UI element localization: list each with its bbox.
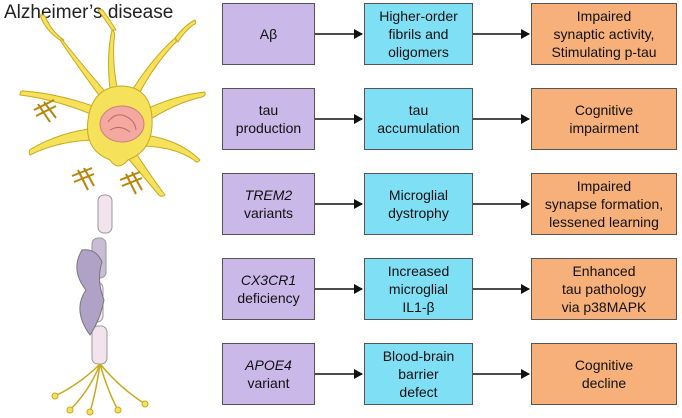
mechanism-box: tau accumulation (364, 88, 473, 150)
mechanism-box: Blood-brain barrier defect (364, 343, 473, 405)
cause-label: tau (258, 102, 279, 118)
outcome-label: Enhanced tau pathology via p38MAPK (561, 263, 647, 315)
outcome-label: Cognitive decline (574, 357, 634, 391)
outcome-label: Impaired synaptic activity, Stimulating … (551, 8, 657, 60)
cause-label: TREM2 (244, 187, 293, 203)
cause-label-rest: variant (247, 375, 290, 391)
mechanism-label: Higher-order fibrils and oligomers (379, 8, 458, 60)
cause-box: tau production (222, 88, 315, 150)
cause-label: CX3CR1 (240, 272, 297, 288)
mechanism-label: Microglial dystrophy (388, 187, 449, 221)
cause-label: APOE4 (245, 357, 292, 373)
outcome-box: Impaired synaptic activity, Stimulating … (531, 3, 677, 65)
outcome-box: Cognitive impairment (531, 88, 677, 150)
cause-box: Aβ (222, 3, 315, 65)
cause-box: APOE4 variant (222, 343, 315, 405)
neuron-illustration (19, 8, 206, 416)
mechanism-box: Higher-order fibrils and oligomers (364, 3, 473, 65)
outcome-box: Enhanced tau pathology via p38MAPK (531, 258, 677, 320)
outcome-label: Cognitive impairment (569, 102, 639, 136)
outcome-box: Impaired synapse formation, lessened lea… (531, 173, 677, 235)
cause-label-rest: deficiency (237, 290, 300, 306)
mechanism-label: Increased microglial IL1-β (387, 263, 450, 315)
cause-box: CX3CR1 deficiency (222, 258, 315, 320)
outcome-label: Impaired synapse formation, lessened lea… (544, 178, 664, 230)
mechanism-label: Blood-brain barrier defect (382, 348, 455, 400)
mechanism-label: tau accumulation (377, 102, 460, 136)
cause-label-rest: production (235, 120, 302, 136)
mechanism-box: Microglial dystrophy (364, 173, 473, 235)
cause-label-rest: variants (243, 205, 294, 221)
cause-box: TREM2 variants (222, 173, 315, 235)
cause-label: Aβ (259, 26, 278, 42)
mechanism-box: Increased microglial IL1-β (364, 258, 473, 320)
outcome-box: Cognitive decline (531, 343, 677, 405)
